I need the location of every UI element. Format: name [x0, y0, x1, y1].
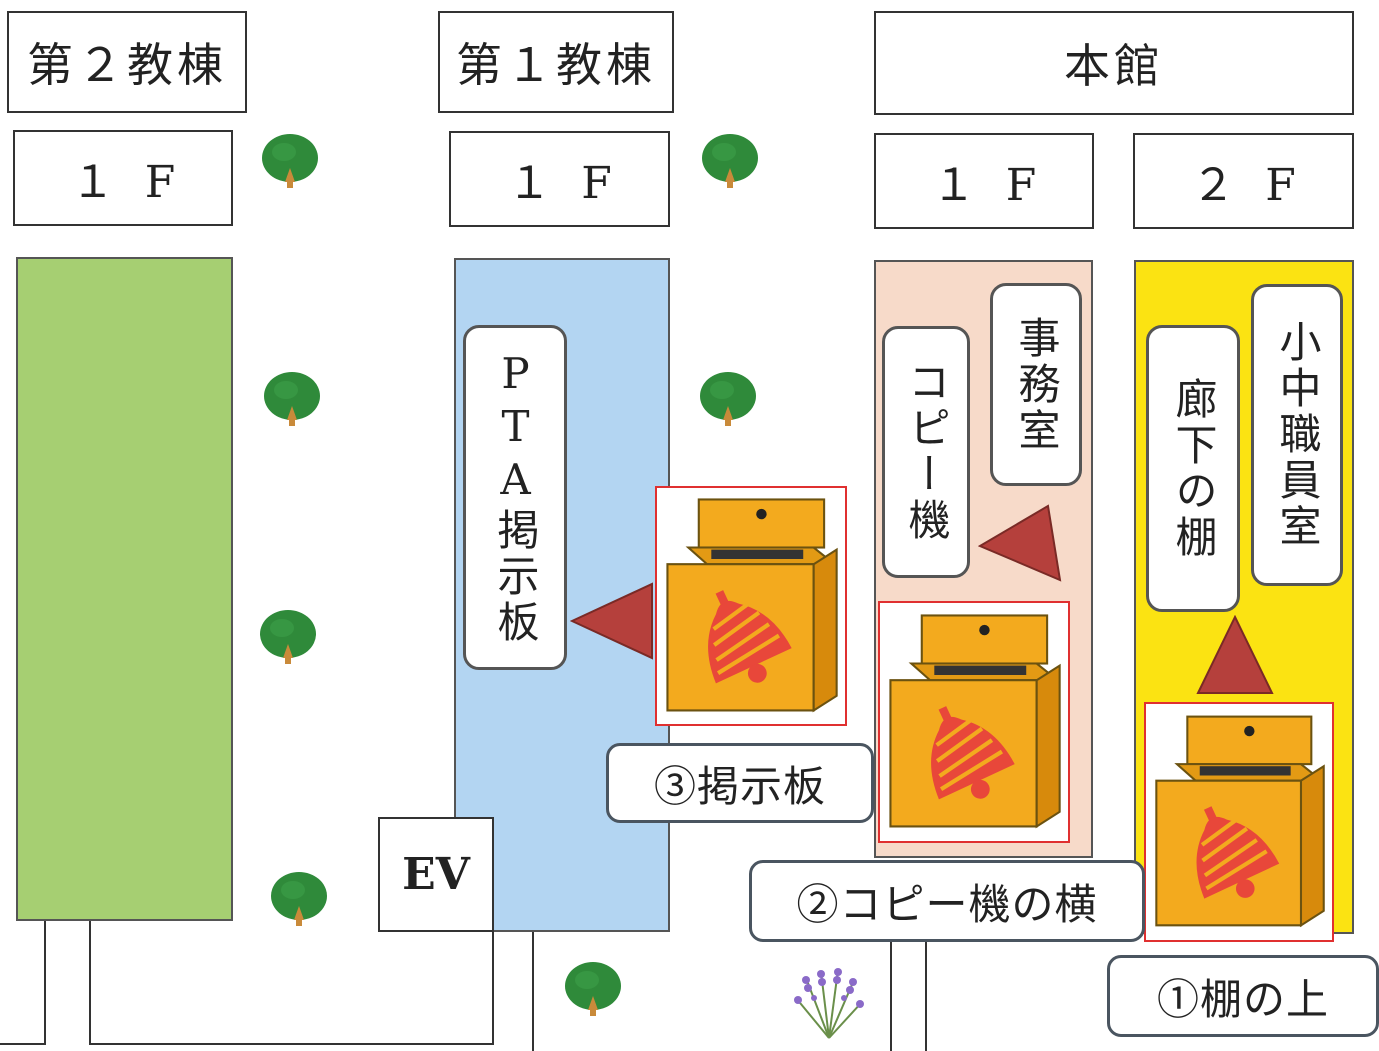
- suggestion-box-icon: [1146, 704, 1332, 940]
- caption-copy-machine: ②コピー機の横: [749, 860, 1145, 942]
- elevator-box: EV: [378, 817, 494, 932]
- suggestion-box-copy: [878, 601, 1070, 843]
- building-1-floor: １F: [449, 131, 670, 227]
- caption-shelf-top: ①棚の上: [1107, 955, 1379, 1037]
- walkway-line: [89, 921, 91, 1045]
- tree-icon: [698, 132, 762, 196]
- main-floor-2: ２F: [1133, 133, 1354, 229]
- tree-icon: [258, 132, 322, 196]
- copy-machine-label: コピー機: [882, 326, 970, 578]
- triangle-arrow-icon: [1196, 615, 1274, 694]
- building-2-floor: １F: [13, 130, 233, 226]
- lavender-icon: [794, 968, 864, 1039]
- staff-room-label: 小中職員室: [1251, 284, 1343, 586]
- pta-board-label: PTA掲示板: [463, 325, 567, 670]
- suggestion-box-icon: [657, 488, 845, 724]
- tree-icon: [260, 370, 324, 434]
- main-building-title: 本館: [874, 11, 1354, 115]
- building-2-title: 第２教棟: [7, 11, 247, 113]
- corridor-shelf-label: 廊下の棚: [1146, 325, 1240, 612]
- building-1-title: 第１教棟: [438, 11, 674, 113]
- office-label: 事務室: [990, 283, 1082, 486]
- walkway-line: [890, 940, 892, 1051]
- main-floor-1: １F: [874, 133, 1094, 229]
- walkway-line: [0, 1043, 46, 1045]
- suggestion-box-shelf: [1144, 702, 1334, 942]
- walkway-line: [44, 921, 46, 1045]
- tree-icon: [267, 870, 331, 934]
- tree-icon: [696, 370, 760, 434]
- building-2-area: [16, 257, 233, 921]
- triangle-arrow-icon: [570, 582, 653, 660]
- caption-bulletin-board: ③掲示板: [606, 743, 874, 823]
- suggestion-box-icon: [880, 603, 1068, 841]
- tree-icon: [256, 608, 320, 672]
- suggestion-box-pta: [655, 486, 847, 726]
- walkway-line: [89, 1043, 493, 1045]
- tree-icon: [561, 960, 625, 1024]
- triangle-arrow-icon: [978, 504, 1062, 582]
- walkway-line: [492, 930, 494, 1045]
- walkway-line: [925, 940, 927, 1051]
- walkway-line: [532, 932, 534, 1051]
